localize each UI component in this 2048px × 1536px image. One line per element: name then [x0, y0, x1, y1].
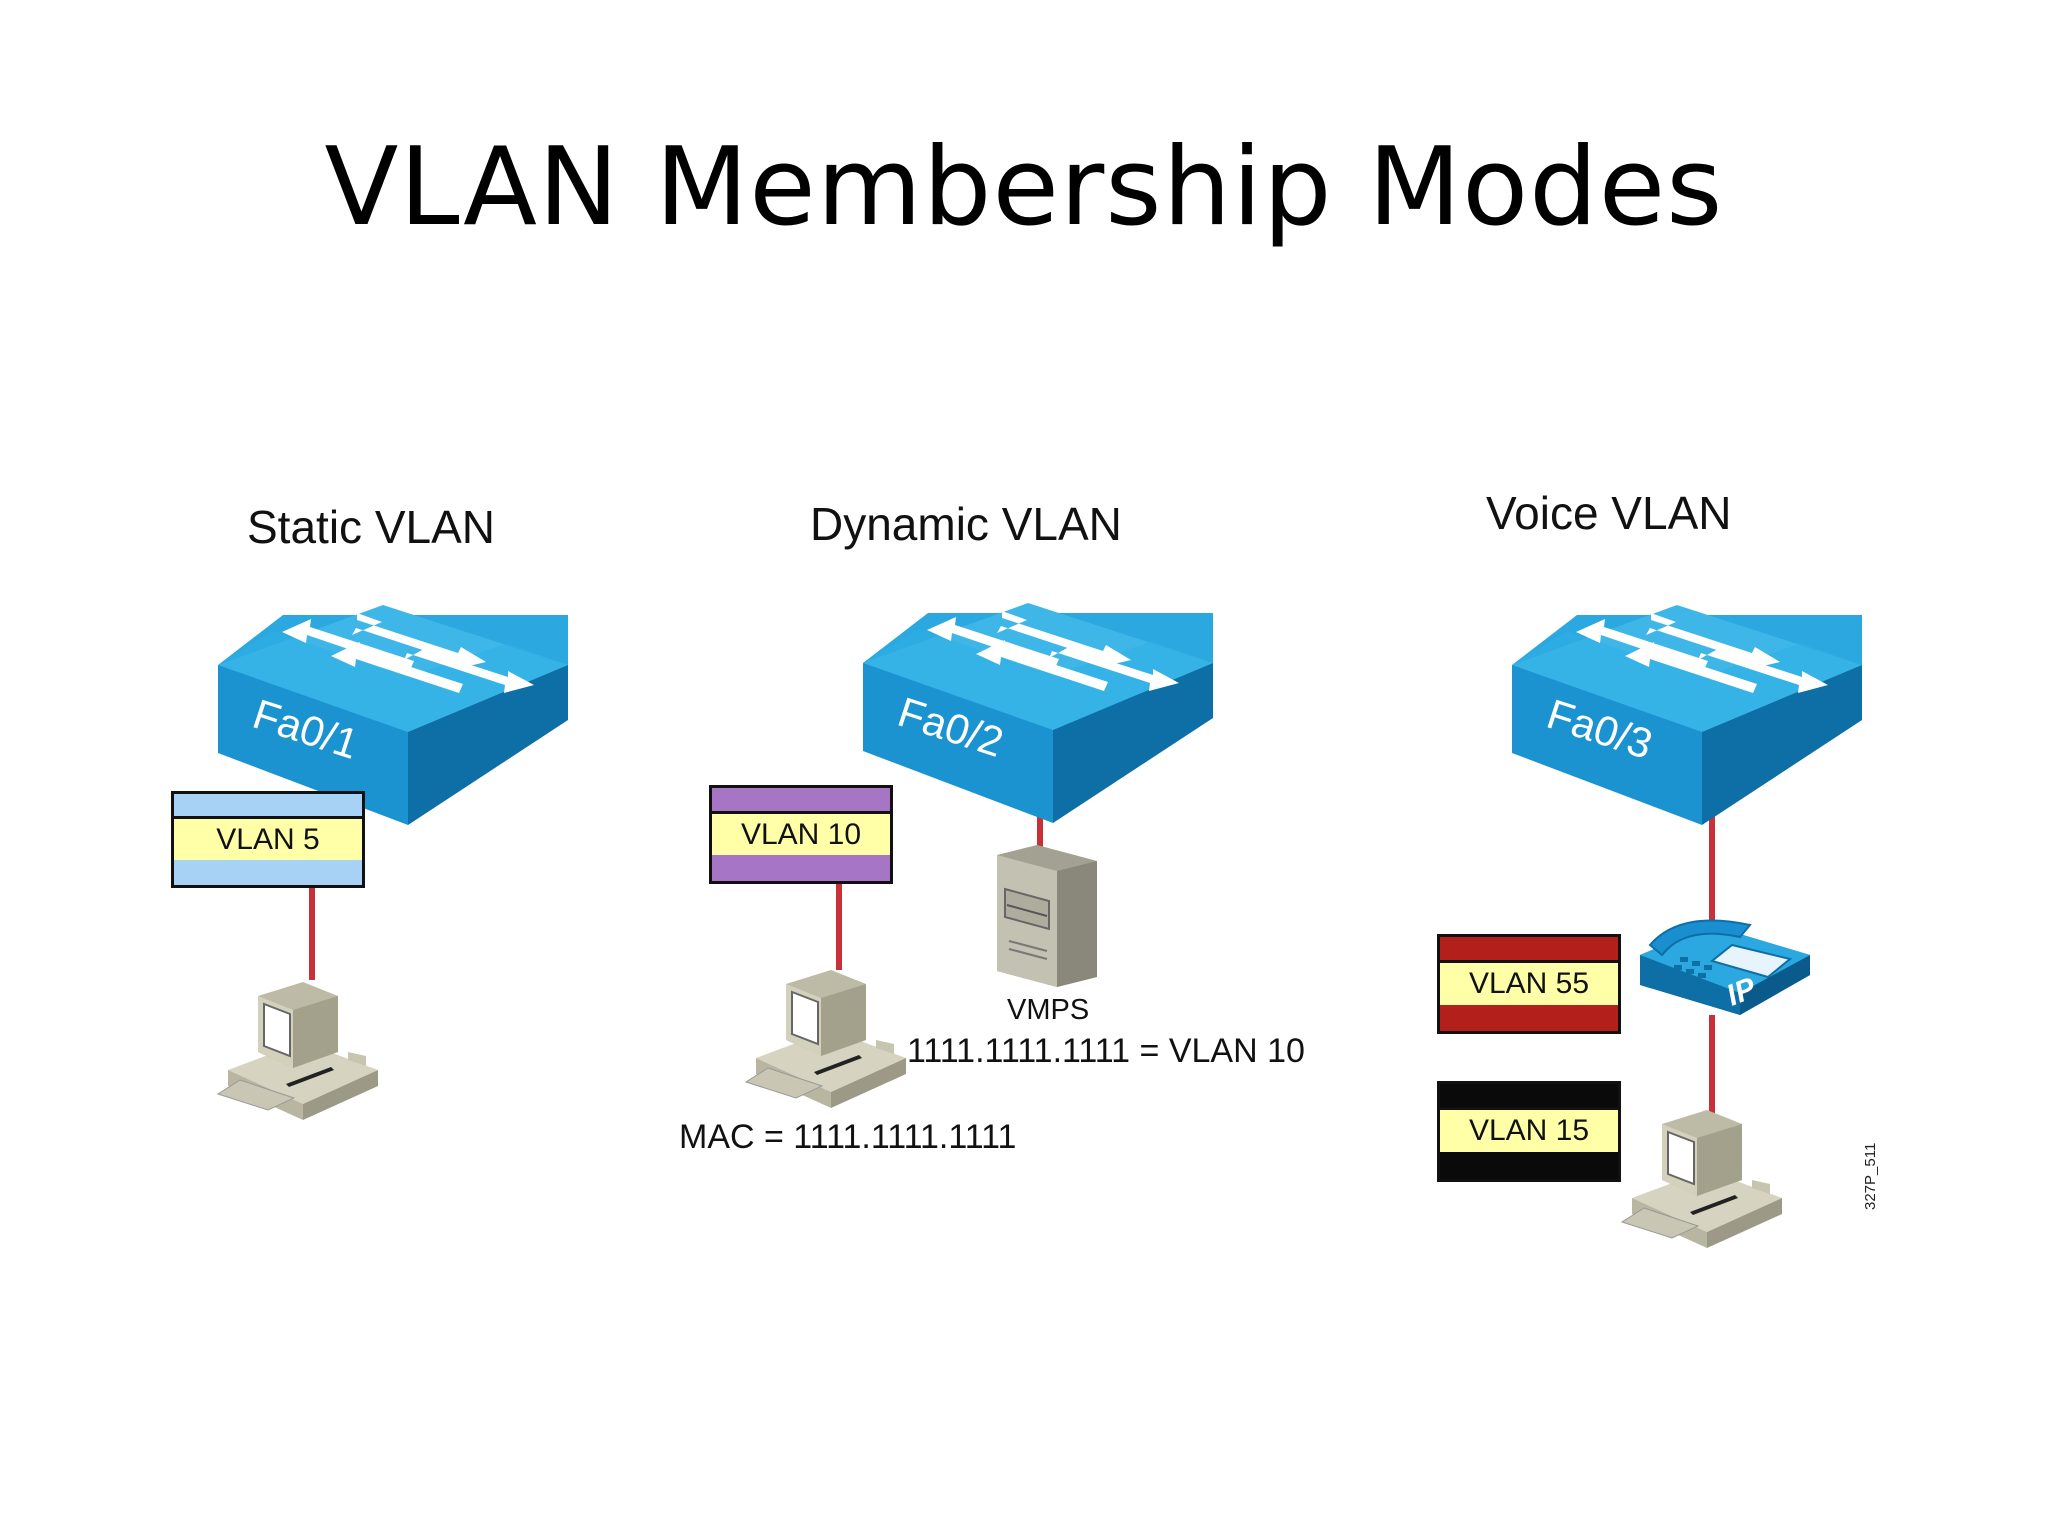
ip-phone-icon[interactable] — [1640, 919, 1810, 1016]
vmps-mapping-label: 1111.1111.1111 = VLAN 10 — [907, 1032, 1305, 1070]
static-vlan-title: Static VLAN — [247, 501, 495, 553]
slide-title: VLAN Membership Modes — [324, 125, 1724, 250]
pc-icon[interactable] — [1621, 1109, 1783, 1249]
pc-icon[interactable] — [217, 981, 379, 1121]
figure-id: 327P_511 — [1862, 1142, 1879, 1210]
vlan-10-tag: VLAN 10 — [709, 785, 893, 884]
dynamic-vlan-title: Dynamic VLAN — [810, 498, 1122, 550]
vlan-55-label: VLAN 55 — [1468, 967, 1590, 1000]
mac-address-label: MAC = 1111.1111.1111 — [679, 1118, 1017, 1156]
vlan-5-tag: VLAN 5 — [171, 791, 365, 888]
vlan-5-label: VLAN 5 — [216, 822, 320, 856]
vlan-15-label: VLAN 15 — [1468, 1114, 1590, 1147]
vlan-55-tag: VLAN 55 — [1437, 934, 1621, 1034]
voice-vlan-title: Voice VLAN — [1486, 487, 1732, 539]
vmps-label: VMPS — [1007, 994, 1090, 1026]
pc-icon[interactable] — [745, 969, 907, 1109]
vlan-15-tag: VLAN 15 — [1437, 1081, 1621, 1182]
server-icon[interactable] — [996, 844, 1098, 988]
vlan-10-label: VLAN 10 — [740, 817, 862, 851]
